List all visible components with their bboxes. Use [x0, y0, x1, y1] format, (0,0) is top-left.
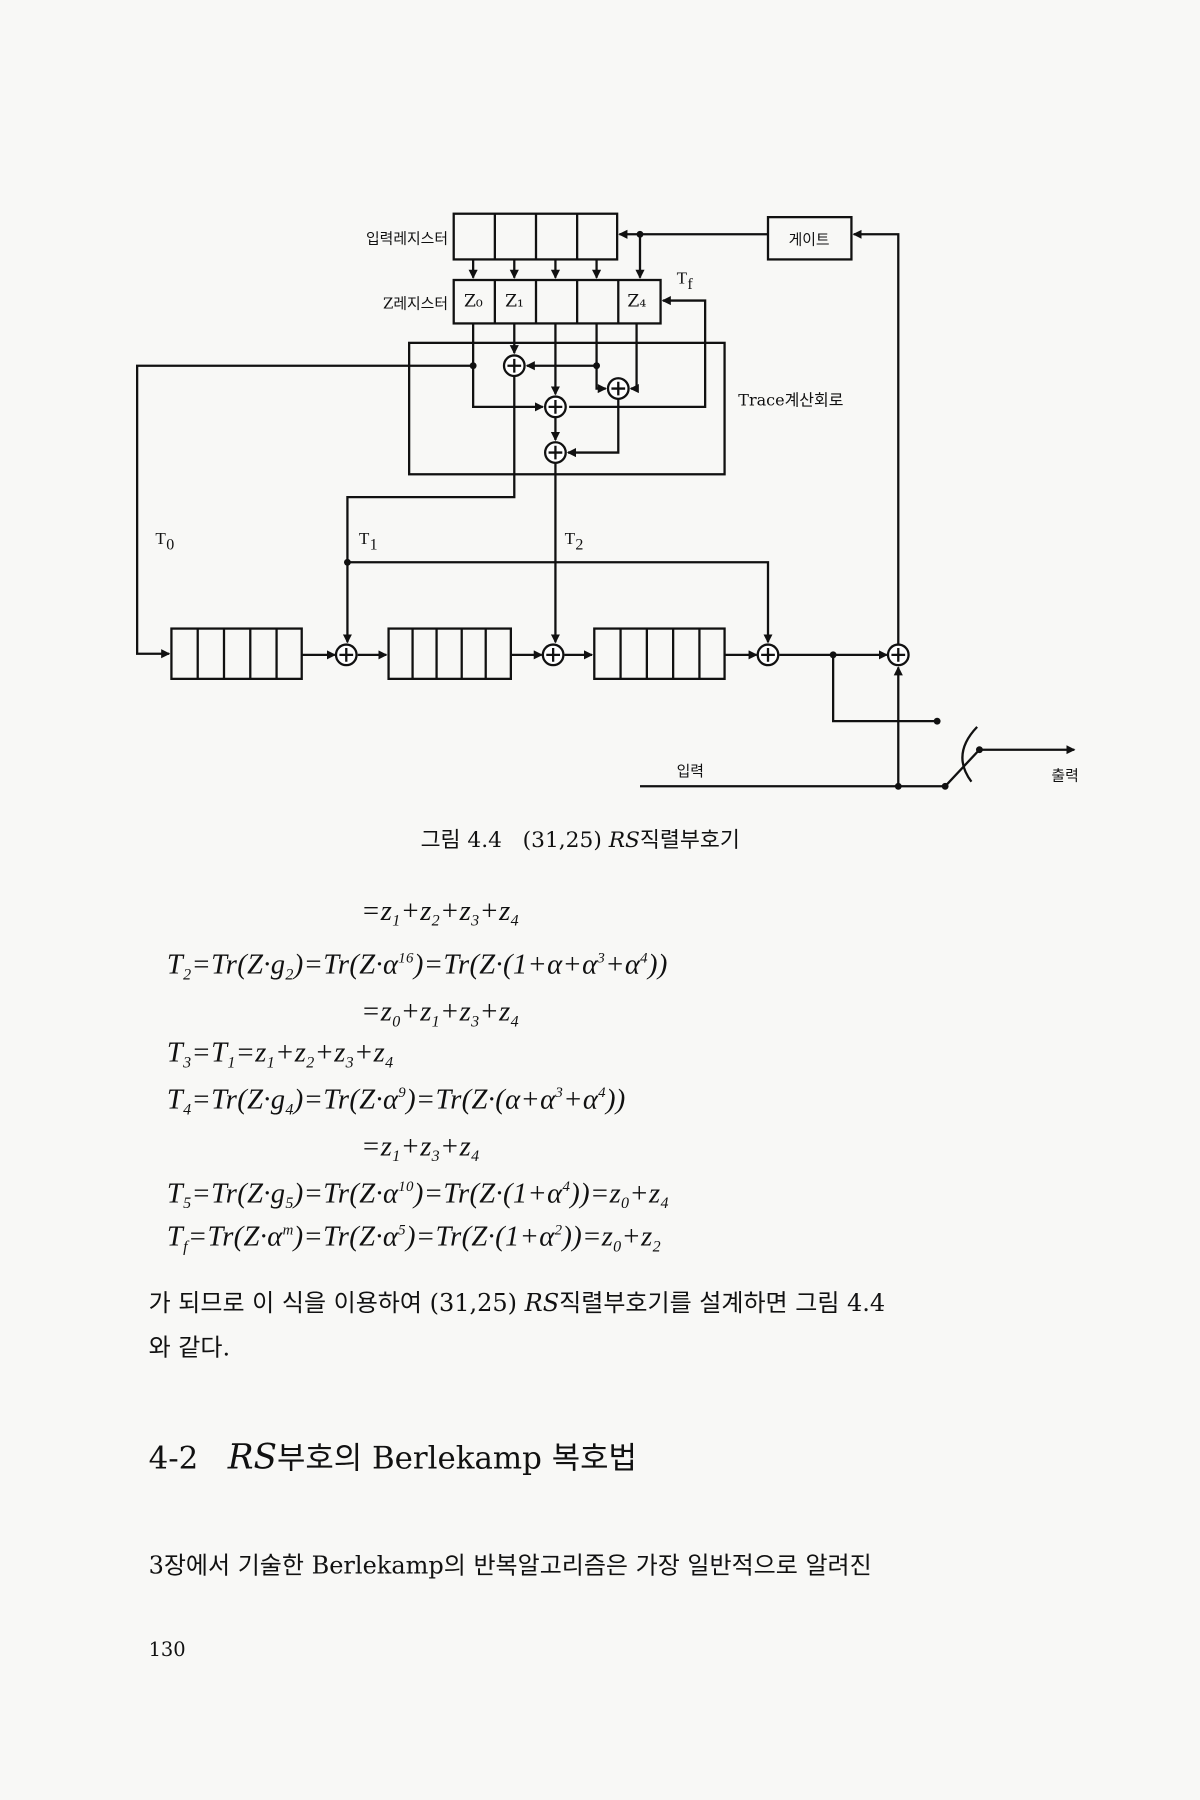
trace-circuit-label: Trace계산회로 [738, 391, 844, 411]
gate-box [766, 215, 853, 261]
equation-line: =z1+z3+z4 [361, 1131, 480, 1166]
page-number: 130 [148, 1638, 186, 1662]
output-label: 출력 [1051, 767, 1079, 786]
equation-line: T5=Tr(Z·g5)=Tr(Z·α10)=Tr(Z·(1+α4))=z0+z4 [166, 1177, 669, 1213]
z4-cell-label: Z₄ [627, 290, 647, 311]
t1-label: T1 [358, 530, 379, 555]
rs-serial-encoder-diagram [135, 212, 1076, 790]
xor-adder-icon [334, 643, 358, 667]
z-register [452, 278, 662, 325]
input-label: 입력 [676, 763, 704, 781]
xor-adder-icon [541, 643, 565, 667]
equation-line: =z0+z1+z3+z4 [361, 996, 519, 1031]
tf-label: Tf [676, 269, 694, 294]
t2-label: T2 [564, 530, 584, 555]
paragraph-line: 가 되므로 이 식을 이용하여 (31,25) RS직렬부호기를 설계하면 그림… [148, 1289, 886, 1317]
xor-adder-icon [886, 643, 910, 667]
equation-line: T4=Tr(Z·g4)=Tr(Z·α9)=Tr(Z·(α+α3+α4)) [166, 1083, 626, 1119]
input-register-label: 입력레지스터 [365, 230, 448, 248]
trace-circuit-box [407, 341, 726, 476]
figure-caption: 그림 4.4 (31,25) RS직렬부호기 [420, 827, 740, 853]
z-register-label: Z레지스터 [382, 295, 448, 314]
equation-line: =z1+z2+z3+z4 [361, 895, 519, 931]
z0-cell-label: Z₀ [463, 290, 483, 311]
t0-label: T0 [155, 530, 175, 555]
body-text: 3장에서 기술한 Berlekamp의 반복알고리즘은 가장 일반적으로 알려진 [148, 1551, 872, 1580]
xor-adder-icon [502, 354, 526, 378]
equation-line: T3=T1=z1+z2+z3+z4 [166, 1037, 394, 1072]
xor-adder-icon [606, 377, 630, 400]
gate-label: 게이트 [788, 231, 830, 250]
equation-line: Tf=Tr(Z·αm)=Tr(Z·α5)=Tr(Z·(1+α2))=z0+z2 [166, 1220, 661, 1256]
shift-register-2 [387, 627, 512, 680]
shift-register-3 [593, 627, 726, 680]
xor-adder-icon [756, 643, 780, 667]
shift-register-1 [170, 627, 303, 680]
paragraph-line: 와 같다. [148, 1333, 231, 1362]
xor-adder-icon [543, 441, 567, 464]
section-heading: 4-2 RS부호의 Berlekamp 복호법 [148, 1437, 637, 1478]
equation-line: T2=Tr(Z·g2)=Tr(Z·α16)=Tr(Z·(1+α+α3+α4)) [166, 948, 668, 984]
z1-cell-label: Z₁ [505, 290, 524, 311]
xor-adder-icon [543, 395, 567, 419]
